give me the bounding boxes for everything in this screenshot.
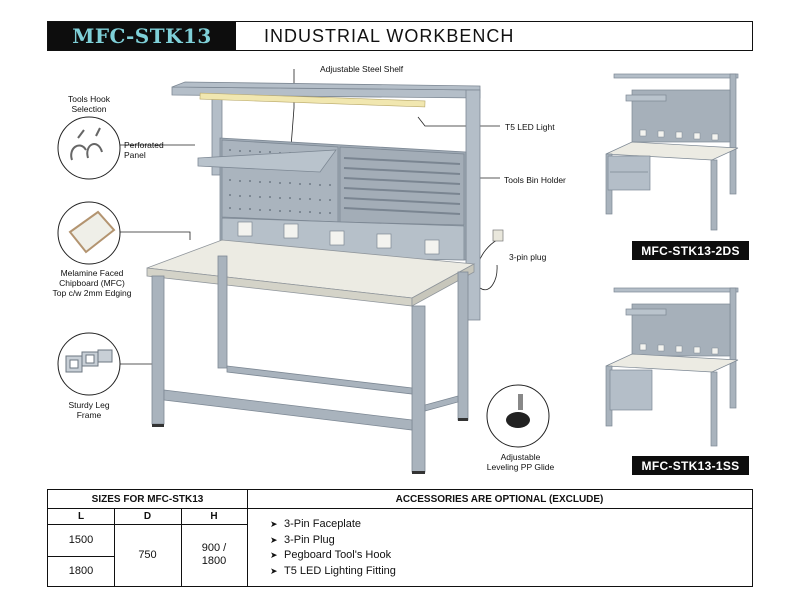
sizes-header: SIZES FOR MFC-STK13 [91,493,204,505]
callout-plug: 3-pin plug [509,252,547,262]
list-item: ➤ T5 LED Lighting Fitting [270,564,396,580]
list-item: ➤ 3-Pin Plug [270,533,396,549]
table-divider [48,556,114,557]
socket-faceplates [237,221,440,255]
table-divider [181,508,182,586]
variant-1ss-illustration [605,287,739,447]
arrow-icon: ➤ [270,519,278,529]
callout-hook: Tools Hook Selection [54,94,124,114]
callout-frame-line1: Sturdy Leg [68,400,110,410]
callout-perforated-line2: Panel [124,150,146,160]
table-divider [247,490,248,586]
callout-melamine-line1: Melamine Faced [60,268,124,278]
callout-hook-line1: Tools Hook [67,94,111,104]
callout-led: T5 LED Light [505,122,555,132]
callout-hook-line2: Selection [71,104,107,114]
callout-bin: Tools Bin Holder [504,175,566,185]
length-1500: 1500 [68,534,94,546]
list-item: ➤ 3-Pin Faceplate [270,517,396,533]
col-d-header: D [143,510,152,522]
accessory-label: 3-Pin Faceplate [284,518,362,530]
height-value-line2: 1800 [201,555,227,567]
length-1800: 1800 [68,565,94,577]
callout-glide-line1: Adjustable [500,452,541,462]
accessories-header: ACCESSORIES ARE OPTIONAL (EXCLUDE) [395,493,604,505]
adjustable-shelf [197,149,337,173]
product-diagram: Adjustable Steel Shelf Tools Hook Select… [0,60,800,480]
height-value-line1: 900 / [201,542,227,554]
depth-value: 750 [138,549,157,561]
callout-frame: Sturdy Leg Frame [54,400,124,420]
header-bar: MFC-STK13 INDUSTRIAL WORKBENCH [47,21,753,51]
bin-rails [343,157,461,215]
page-title: INDUSTRIAL WORKBENCH [264,25,515,46]
arrow-icon: ➤ [270,534,278,545]
arrow-icon: ➤ [270,550,278,560]
variant-label-1ss: MFC-STK13-1SS [632,456,749,475]
col-h-header: H [210,510,218,522]
callout-melamine: Melamine Faced Chipboard (MFC) Top c/w 2… [42,268,142,298]
callout-melamine-line2: Chipboard (MFC) [59,278,125,288]
callout-shelf: Adjustable Steel Shelf [320,64,404,74]
variant-2ds-illustration [605,73,739,231]
table-divider [48,508,752,509]
table-divider [114,508,115,586]
spec-table: SIZES FOR MFC-STK13 ACCESSORIES ARE OPTI… [47,489,753,587]
plug-illustration [492,229,504,242]
list-item: ➤ Pegboard Tool's Hook [270,548,396,564]
model-title: MFC-STK13 [48,22,236,50]
arrow-icon: ➤ [270,565,278,576]
callout-perforated-line1: Perforated [124,140,164,150]
callout-perforated: Perforated Panel [124,140,164,160]
callout-melamine-line3: Top c/w 2mm Edging [52,288,132,298]
accessory-label: 3-Pin Plug [284,533,335,546]
callout-glide: Adjustable Leveling PP Glide [478,452,563,472]
height-value: 900 / 1800 [181,524,247,586]
callout-frame-line2: Frame [76,410,102,420]
accessory-label: T5 LED Lighting Fitting [284,564,396,577]
accessory-label: Pegboard Tool's Hook [284,549,392,561]
table-divider [48,524,247,525]
col-l-header: L [77,510,85,522]
accessories-list: ➤ 3-Pin Faceplate ➤ 3-Pin Plug ➤ Pegboard T… [270,517,396,579]
callout-glide-line2: Leveling PP Glide [486,462,555,472]
workbench-illustration [57,69,739,474]
variant-label-2ds: MFC-STK13-2DS [632,241,749,260]
